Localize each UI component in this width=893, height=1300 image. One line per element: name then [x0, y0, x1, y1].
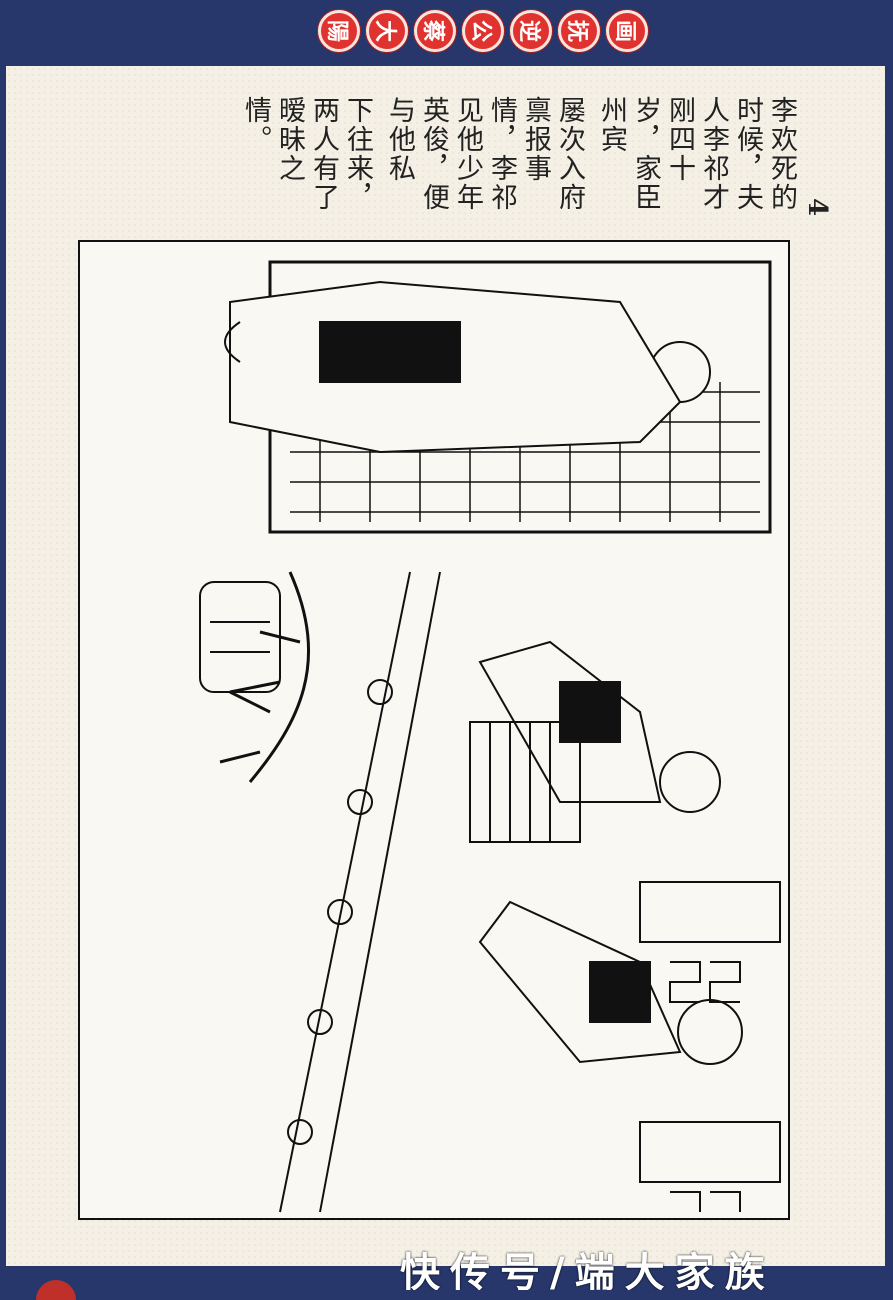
page-number: 4	[802, 197, 833, 217]
chair	[469, 721, 581, 843]
title-seal: 公	[462, 10, 504, 52]
watermark-text: 快传号/端大家族	[400, 1250, 775, 1290]
vase	[199, 581, 281, 693]
title-seal: 蔡	[414, 10, 456, 52]
title-seal: 抚	[558, 10, 600, 52]
caption-line: 屡次入府禀报事情，李祁见他少年英俊，便与他私	[384, 96, 585, 212]
seated-figure-man	[478, 900, 743, 1065]
title-seal: 大	[366, 10, 408, 52]
caption-line: 下往来，两人有了暧昧之情。	[240, 96, 373, 212]
standing-figure	[224, 280, 711, 454]
title-seal: 陽	[318, 10, 360, 52]
scene-drawing	[199, 260, 781, 1213]
header-bar: 陽 大 蔡 公 逆 抚 画	[0, 0, 893, 66]
title-seals: 陽 大 蔡 公 逆 抚 画	[318, 10, 654, 58]
caption-text: 李欢死的时候，夫人李祁才刚四十岁，家臣州宾 屡次入府禀报事情，李祁见他少年英俊，…	[78, 96, 798, 236]
corner-seal-icon	[36, 1280, 76, 1300]
title-seal: 画	[606, 10, 648, 52]
seated-figure-lady	[478, 640, 721, 813]
title-seal: 逆	[510, 10, 552, 52]
caption-line: 李欢死的时候，夫人李祁才刚四十岁，家臣州宾	[596, 96, 797, 212]
ink-illustration	[78, 240, 790, 1220]
pine-tree	[219, 571, 311, 783]
pillars	[639, 881, 781, 1212]
railing	[279, 571, 441, 1213]
